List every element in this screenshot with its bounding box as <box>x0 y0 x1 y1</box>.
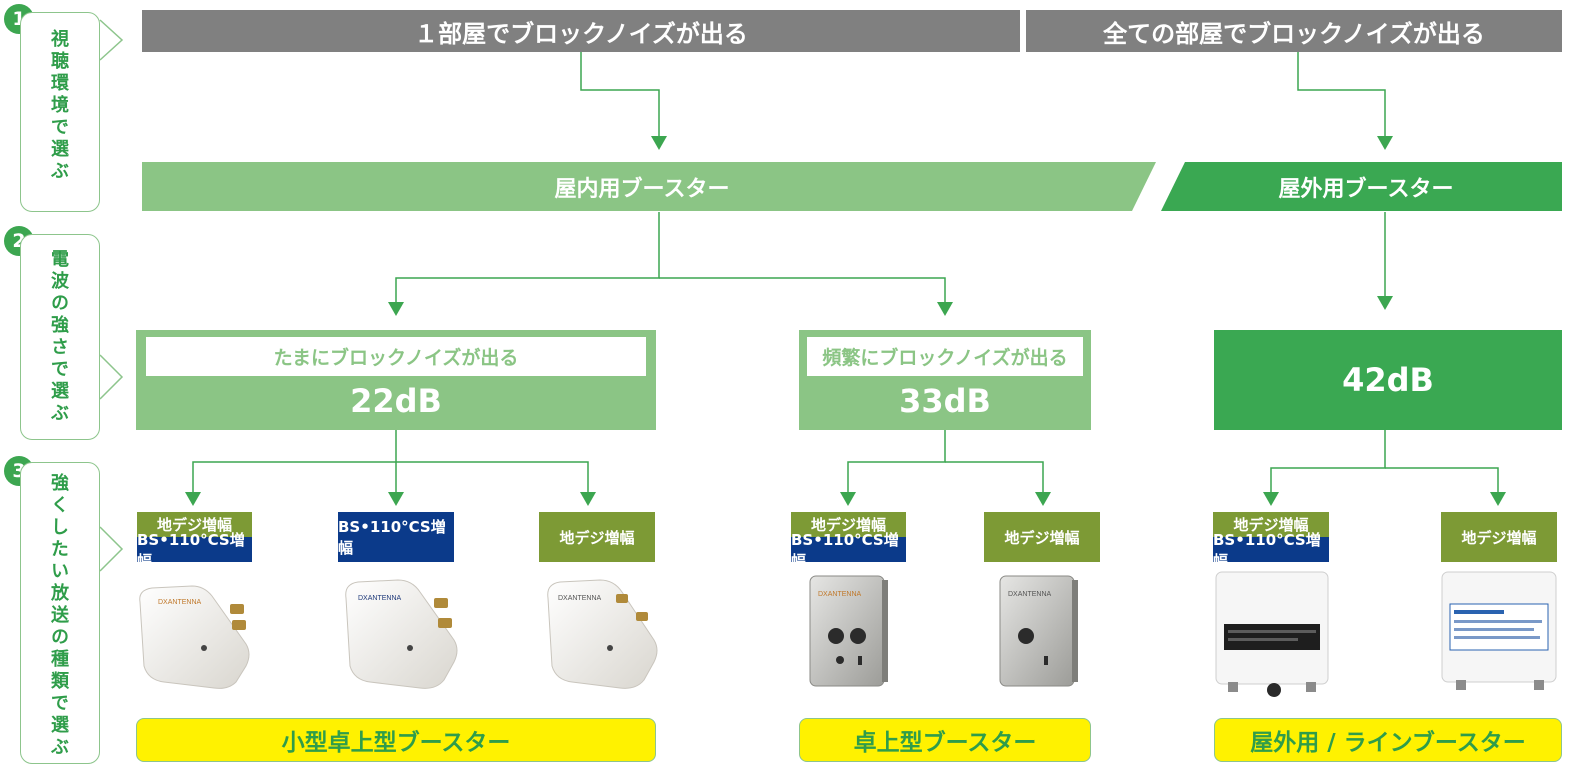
tag-terrestrial: 地デジ増幅 <box>791 512 906 537</box>
arrow-head <box>185 492 201 506</box>
arrow-head <box>580 492 596 506</box>
arrow-head <box>1377 136 1393 150</box>
tag-terrestrial: 地デジ増幅 <box>539 512 655 562</box>
svg-text:DXANTENNA: DXANTENNA <box>558 595 602 602</box>
indoor-band <box>142 162 1156 211</box>
category-desktop: 卓上型ブースター <box>799 718 1091 762</box>
arrow-head <box>1377 296 1393 310</box>
gain-22db: 22dB <box>350 382 442 420</box>
step-2-box: 電波の強さで選ぶ <box>20 234 100 440</box>
small-booster-image: DXANTENNA <box>139 585 250 689</box>
arrow-head <box>840 492 856 506</box>
small-booster-image: DXANTENNA <box>345 579 458 689</box>
step-1-label: 視聴環境で選ぶ <box>48 29 69 183</box>
tag-bs-cs: BS•110°CS増幅 <box>338 512 454 562</box>
outdoor-band <box>1161 162 1562 211</box>
outdoor-booster-image <box>1215 571 1329 697</box>
arrow-head <box>1490 492 1506 506</box>
indoor-booster-label: 屋内用ブースター <box>554 176 730 202</box>
svg-text:DXANTENNA: DXANTENNA <box>818 591 862 598</box>
gain-22db-box: たまにブロックノイズが出る 22dB <box>136 330 656 430</box>
small-booster-image: DXANTENNA <box>547 579 658 689</box>
arrow-head <box>388 302 404 316</box>
tag-terrestrial: 地デジ増幅 <box>137 512 252 537</box>
tag-terrestrial: 地デジ増幅 <box>1441 512 1557 562</box>
desktop-booster-image: DXANTENNA <box>809 575 888 687</box>
arrow-head <box>388 492 404 506</box>
env-one-room: １部屋でブロックノイズが出る <box>142 10 1020 52</box>
step-1-box: 視聴環境で選ぶ <box>20 12 100 212</box>
tag-bs-cs: BS•110°CS増幅 <box>791 531 906 570</box>
arrow-head <box>1035 492 1051 506</box>
gain-42db-box: 42dB <box>1214 330 1562 430</box>
category-outdoor-line: 屋外用 / ラインブースター <box>1214 718 1562 762</box>
step-2-label: 電波の強さで選ぶ <box>48 249 69 425</box>
tag-bs-cs: BS•110°CS増幅 <box>1213 531 1329 570</box>
arrow-head <box>937 302 953 316</box>
step-2-pointer <box>99 354 124 400</box>
env-all-rooms: 全ての部屋でブロックノイズが出る <box>1026 10 1562 52</box>
arrow-head <box>1263 492 1279 506</box>
outdoor-booster-label: 屋外用ブースター <box>1278 176 1454 202</box>
gain-33db-box: 頻繁にブロックノイズが出る 33dB <box>799 330 1091 430</box>
arrow-head <box>651 136 667 150</box>
condition-occasional: たまにブロックノイズが出る <box>146 337 646 376</box>
tag-terrestrial: 地デジ増幅 <box>984 512 1100 562</box>
svg-text:DXANTENNA: DXANTENNA <box>1008 591 1052 598</box>
svg-text:DXANTENNA: DXANTENNA <box>358 595 402 602</box>
svg-text:DXANTENNA: DXANTENNA <box>158 599 202 606</box>
outdoor-booster-image <box>1441 571 1557 690</box>
gain-42db: 42dB <box>1342 361 1434 399</box>
step-3-pointer <box>99 526 124 572</box>
step-3-box: 強くしたい放送の種類で選ぶ <box>20 462 100 764</box>
gain-33db: 33dB <box>899 382 991 420</box>
tag-bs-cs: BS•110°CS増幅 <box>137 531 252 570</box>
condition-frequent: 頻繁にブロックノイズが出る <box>807 337 1083 376</box>
step-1-pointer <box>99 19 124 61</box>
tag-terrestrial: 地デジ増幅 <box>1213 512 1329 537</box>
step-3-label: 強くしたい放送の種類で選ぶ <box>48 473 69 759</box>
desktop-booster-image: DXANTENNA <box>999 575 1078 687</box>
category-small-desktop: 小型卓上型ブースター <box>136 718 656 762</box>
